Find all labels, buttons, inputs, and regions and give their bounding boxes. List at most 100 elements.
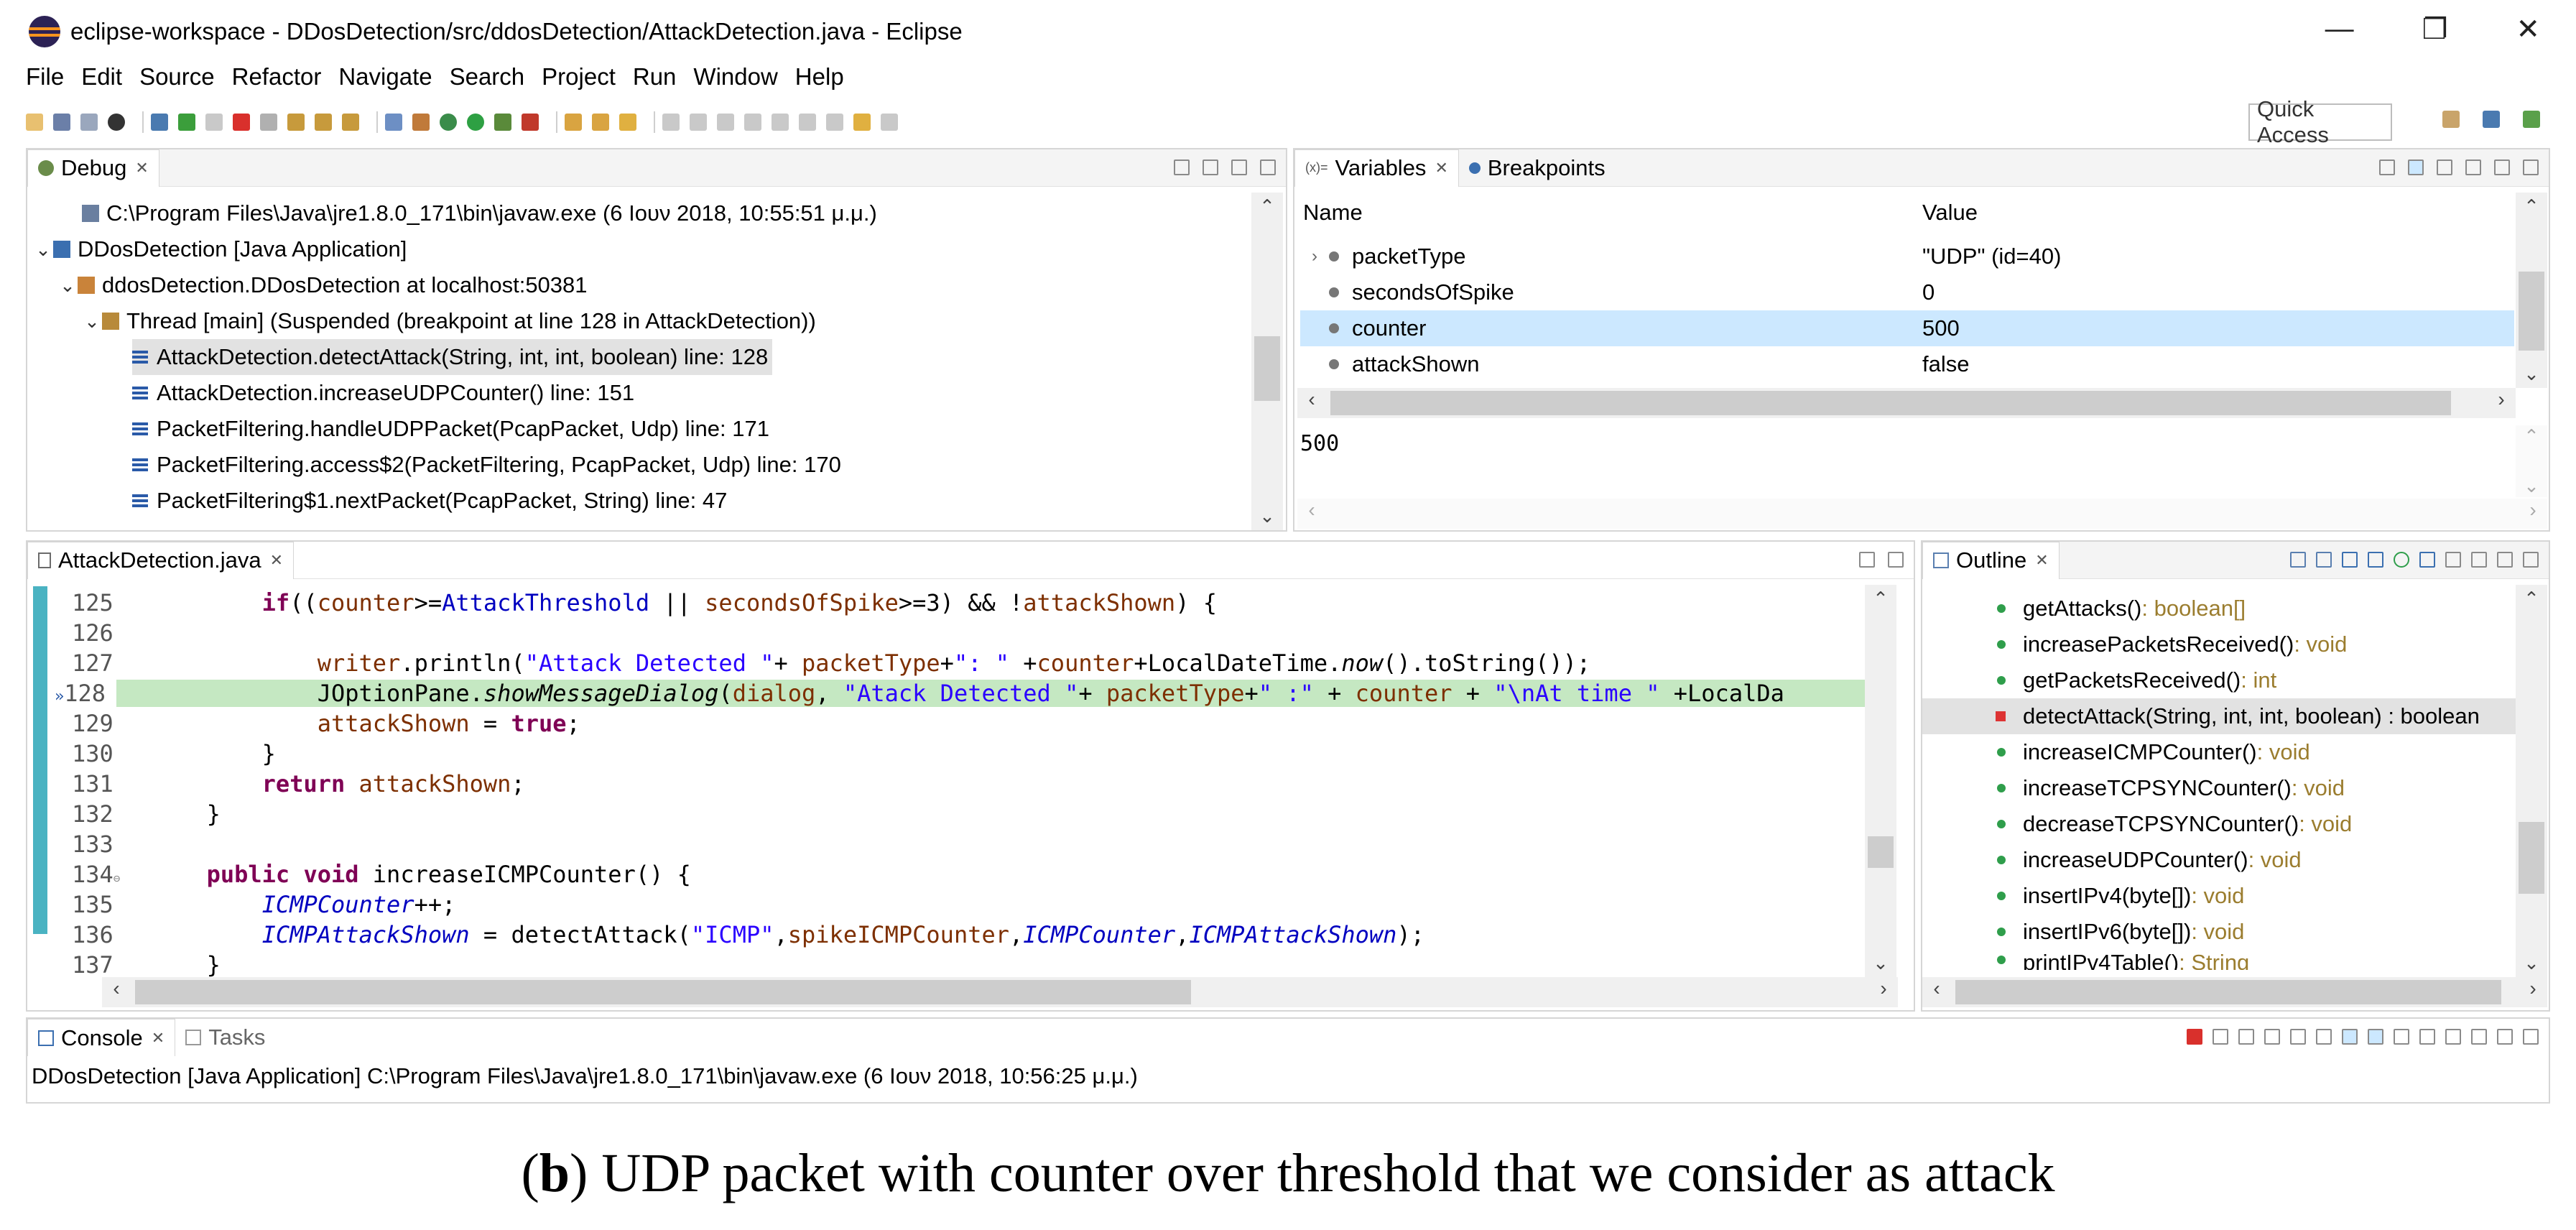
close-button[interactable]: ✕ [2516,14,2540,45]
scroll-up-icon[interactable]: ⌃ [1873,588,1889,609]
hide-static-icon[interactable] [2368,552,2383,568]
step-return-icon[interactable] [342,114,359,131]
remove-all-terminated-icon[interactable] [2238,1029,2254,1045]
detail-horizontal-scrollbar[interactable]: ‹ › [1297,499,2547,529]
scroll-left-icon[interactable]: ‹ [1308,499,1315,521]
close-icon[interactable]: ✕ [135,159,149,177]
stack-frame[interactable]: PacketFiltering.access$2(PacketFiltering… [132,447,841,483]
outline-item[interactable]: printIPv4Table() : String [1922,950,2511,970]
scroll-right-icon[interactable]: › [2529,977,2536,999]
back-icon[interactable] [853,114,871,131]
skip-breakpoints-icon[interactable] [151,114,168,131]
run-icon[interactable] [467,114,484,131]
chevron-right-icon[interactable]: › [1312,246,1317,266]
clear-console-icon[interactable] [2264,1029,2280,1045]
scroll-up-icon[interactable]: ⌃ [2524,588,2539,609]
outline-item[interactable]: insertIPv6(byte[]) : void [1922,914,2511,950]
show-type-names-icon[interactable] [2379,159,2395,175]
outline-item[interactable]: increasePacketsReceived() : void [1922,626,2511,662]
minimize-view-icon[interactable] [1231,159,1247,175]
code-line[interactable]: 130 } [47,739,276,769]
stack-frame[interactable]: AttackDetection.detectAttack(String, int… [132,339,773,375]
menu-refactor[interactable]: Refactor [231,63,322,90]
new-class-icon[interactable] [619,114,636,131]
editor-vertical-scrollbar[interactable]: ⌃ ⌄ [1865,585,1896,977]
show-on-stdout-icon[interactable] [2342,1029,2358,1045]
code-line[interactable]: 132 } [47,799,221,829]
code-line[interactable]: 133 [47,829,124,859]
scroll-up-icon[interactable]: ⌃ [1259,195,1275,217]
detail-vertical-scrollbar[interactable]: ⌃ ⌄ [2516,425,2547,497]
scroll-right-icon[interactable]: › [2529,499,2536,521]
outline-item[interactable]: insertIPv4(byte[]) : void [1922,878,2511,914]
tab-breakpoints[interactable]: Breakpoints [1459,149,1616,187]
outline-item[interactable]: getAttacks() : boolean[] [1922,591,2511,626]
toggle-mark-icon[interactable] [744,114,761,131]
scroll-down-icon[interactable]: ⌄ [1873,952,1889,974]
view-menu-icon[interactable] [2471,552,2487,568]
quick-access-input[interactable]: Quick Access [2248,96,2392,147]
maximize-view-icon[interactable] [2523,552,2539,568]
tab-variables[interactable]: (x)= Variables ✕ [1294,149,1459,187]
variables-horizontal-scrollbar[interactable]: ‹ › [1297,388,2516,418]
close-icon[interactable]: ✕ [2035,551,2049,569]
open-perspective-icon[interactable] [2442,111,2460,128]
code-line[interactable]: 129 attackShown = true; [47,708,580,739]
maximize-view-icon[interactable] [2523,1029,2539,1045]
stack-frame[interactable]: PacketFiltering$1.nextPacket(PcapPacket,… [132,483,727,519]
code-line[interactable]: 126 [47,618,124,648]
show-whitespace-icon[interactable] [772,114,789,131]
scroll-up-icon[interactable]: ⌃ [2524,425,2539,447]
fold-icon[interactable]: ⊖ [113,871,121,885]
code-line[interactable]: 131 return attackShown; [47,769,525,799]
restore-button[interactable]: ❐ [2422,14,2448,45]
word-wrap-icon[interactable] [2316,1029,2332,1045]
hide-local-types-icon[interactable] [2419,552,2435,568]
remove-launch-icon[interactable] [2213,1029,2228,1045]
scrollbar-thumb[interactable] [2519,822,2544,894]
tree-item-vm[interactable]: ⌄ ddosDetection.DDosDetection at localho… [57,267,587,303]
use-step-filters-icon[interactable] [412,114,430,131]
suspend-icon[interactable] [205,114,223,131]
save-all-icon[interactable] [80,114,98,131]
scroll-right-icon[interactable]: › [1880,977,1887,999]
scroll-left-icon[interactable]: ‹ [1308,388,1315,410]
outline-item[interactable]: increaseTCPSYNCounter() : void [1922,770,2511,806]
annotation-icon[interactable] [717,114,734,131]
scroll-left-icon[interactable]: ‹ [1933,977,1940,999]
column-header-value[interactable]: Value [1922,200,1978,225]
pin-console-icon[interactable] [2394,1029,2409,1045]
stack-frame[interactable]: AttackDetection.increaseUDPCounter() lin… [132,375,634,411]
maximize-view-icon[interactable] [1888,552,1904,568]
variable-row[interactable]: › packetType "UDP" (id=40) [1300,239,2514,274]
show-on-stderr-icon[interactable] [2368,1029,2383,1045]
next-annotation-icon[interactable] [799,114,816,131]
code-line[interactable]: 136 ICMPAttackShown = detectAttack("ICMP… [47,920,1424,950]
coverage-icon[interactable] [494,114,511,131]
collapse-all-icon[interactable] [2437,159,2452,175]
tree-item-process[interactable]: C:\Program Files\Java\jre1.8.0_171\bin\j… [82,195,877,231]
chevron-down-icon[interactable]: ⌄ [35,238,51,260]
scroll-down-icon[interactable]: ⌄ [1259,505,1275,527]
disconnect-icon[interactable] [260,114,277,131]
scrollbar-thumb[interactable] [1254,336,1280,401]
scroll-lock-icon[interactable] [2290,1029,2306,1045]
forward-icon[interactable] [881,114,898,131]
minimize-button[interactable]: — [2325,13,2354,45]
search-icon[interactable] [690,114,707,131]
menu-edit[interactable]: Edit [81,63,123,90]
menu-project[interactable]: Project [542,63,616,90]
scrollbar-thumb[interactable] [135,980,1191,1004]
view-menu-icon[interactable] [1203,159,1218,175]
open-console-icon[interactable] [2445,1029,2461,1045]
new-package-icon[interactable] [592,114,609,131]
minimize-view-icon[interactable] [2494,159,2510,175]
toggle-breakpoint-icon[interactable] [108,114,125,131]
scroll-down-icon[interactable]: ⌄ [2524,363,2539,384]
outline-item[interactable]: getPacketsReceived() : int [1922,662,2511,698]
variable-row[interactable]: counter 500 [1300,310,2514,346]
scroll-right-icon[interactable]: › [2498,388,2505,410]
new-icon[interactable] [26,114,43,131]
outline-vertical-scrollbar[interactable]: ⌃ ⌄ [2516,585,2547,977]
hide-fields-icon[interactable] [2342,552,2358,568]
